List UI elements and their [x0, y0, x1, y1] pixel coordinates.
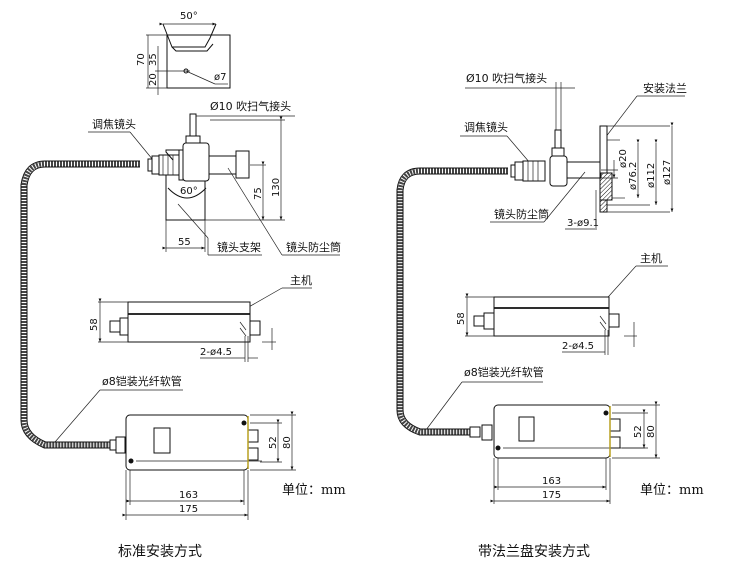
host-height-label: 58 — [89, 318, 100, 331]
dim-d76: ø76.2 — [628, 162, 639, 190]
right-flange-install: Ø10 吹扫气接头 安装法兰 调焦镜头 — [396, 71, 704, 560]
bracket-detail: 50° 70 35 20 ø7 — [136, 11, 231, 95]
main-unit-front-right: 52 80 163 175 — [469, 401, 660, 504]
host-side-view-right: 主机 58 2-ø4.5 — [456, 251, 668, 355]
dim-d20: ø20 — [618, 149, 629, 168]
bracket-h20: 20 — [148, 73, 159, 86]
host-height-label-right: 58 — [456, 312, 467, 325]
dust-tube-label: 镜头防尘筒 — [286, 240, 341, 254]
host-label-right: 主机 — [640, 251, 662, 265]
dim-130: 130 — [271, 178, 282, 197]
unit-label-left: 单位：mm — [282, 483, 346, 498]
host-side-view: 主机 58 2-ø4.5 — [89, 273, 312, 362]
armored-cable — [21, 161, 140, 448]
purge-connector-label: Ø10 吹扫气接头 — [210, 99, 291, 113]
box-h80-right: 80 — [646, 425, 657, 438]
focus-lens-label: 调焦镜头 — [92, 117, 136, 131]
cable-label-right: ø8铠装光纤软管 — [464, 365, 544, 379]
dim-d127: ø127 — [662, 160, 673, 185]
left-standard-install: 50° 70 35 20 ø7 Ø10 吹扫气接头 调焦镜头 — [20, 11, 346, 560]
host-label: 主机 — [290, 273, 312, 287]
focus-lens-label-right: 调焦镜头 — [464, 120, 508, 134]
dim-75: 75 — [253, 187, 264, 200]
bracket-h70: 70 — [136, 53, 147, 66]
box-w163-right: 163 — [542, 476, 561, 487]
dim-55: 55 — [178, 237, 191, 248]
bracket-angle-label: 50° — [180, 11, 198, 22]
cable-label: ø8铠装光纤软管 — [102, 374, 182, 388]
purge-connector-label-right: Ø10 吹扫气接头 — [466, 71, 547, 85]
box-w175-right: 175 — [542, 490, 561, 501]
bracket-label: 镜头支架 — [217, 240, 261, 254]
dust-tube-label-right: 镜头防尘筒 — [494, 207, 549, 221]
lens-assembly: 60° — [147, 113, 250, 239]
flange-holes-label: 3-ø9.1 — [567, 218, 599, 229]
box-w163: 163 — [179, 490, 198, 501]
lens-angle-label: 60° — [180, 186, 198, 197]
armored-cable-right — [397, 168, 508, 435]
dim-d112: ø112 — [646, 163, 657, 188]
lens-assembly-right — [510, 125, 670, 213]
bracket-h35: 35 — [148, 53, 159, 66]
unit-label-right: 单位：mm — [640, 483, 704, 498]
host-holes-label-right: 2-ø4.5 — [562, 341, 594, 352]
caption-flange: 带法兰盘安装方式 — [478, 543, 590, 560]
box-w175: 175 — [179, 504, 198, 515]
bracket-hole-label: ø7 — [214, 72, 226, 83]
host-holes-label: 2-ø4.5 — [200, 347, 232, 358]
box-h52: 52 — [268, 436, 279, 449]
flange-label: 安装法兰 — [643, 81, 687, 95]
box-h80: 80 — [282, 436, 293, 449]
caption-standard: 标准安装方式 — [118, 544, 202, 560]
main-unit-front: 52 80 163 175 — [109, 411, 296, 520]
box-h52-right: 52 — [633, 425, 644, 438]
